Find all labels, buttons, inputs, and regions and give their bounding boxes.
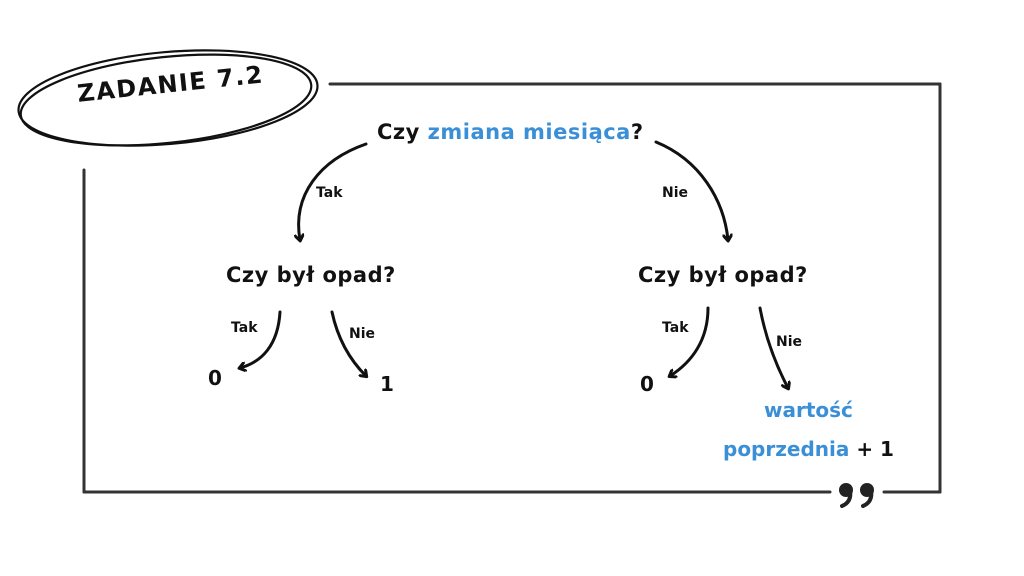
leaf-left-right: 1 (380, 372, 394, 396)
edge-label-right-right: Nie (776, 334, 803, 350)
leaf-right-left: 0 (640, 372, 654, 396)
right-question: Czy był opad? (638, 263, 808, 287)
root-question-prefix: Czy (377, 120, 428, 144)
title-ellipse (17, 49, 319, 147)
root-question-highlight: zmiana miesiąca (427, 120, 631, 144)
leaf-right-right-line1: wartość (764, 398, 853, 422)
frame (82, 82, 942, 494)
leaf-right-right-line2: poprzednia + 1 (723, 437, 894, 461)
left-question: Czy był opad? (226, 263, 396, 287)
arrow-right-left (670, 306, 710, 376)
root-question-suffix: ? (630, 120, 644, 144)
edge-label-right-left: Tak (662, 320, 689, 336)
leaf-left-left: 0 (208, 366, 222, 390)
leaf-right-right-suffix: + 1 (849, 437, 894, 461)
root-question: Czy zmiana miesiąca? (377, 120, 644, 144)
arrow-root-left (299, 142, 368, 240)
edge-label-root-left: Tak (316, 185, 343, 201)
edge-label-left-right: Nie (349, 326, 376, 342)
arrow-left-right (330, 310, 366, 376)
arrow-root-right (654, 140, 728, 240)
closing-quote-icon (839, 483, 874, 508)
edge-label-root-right: Nie (662, 185, 689, 201)
arrow-right-right (758, 306, 788, 388)
arrow-left-left (240, 310, 282, 368)
leaf-right-right-accent: poprzednia (723, 437, 850, 461)
edge-label-left-left: Tak (231, 320, 258, 336)
